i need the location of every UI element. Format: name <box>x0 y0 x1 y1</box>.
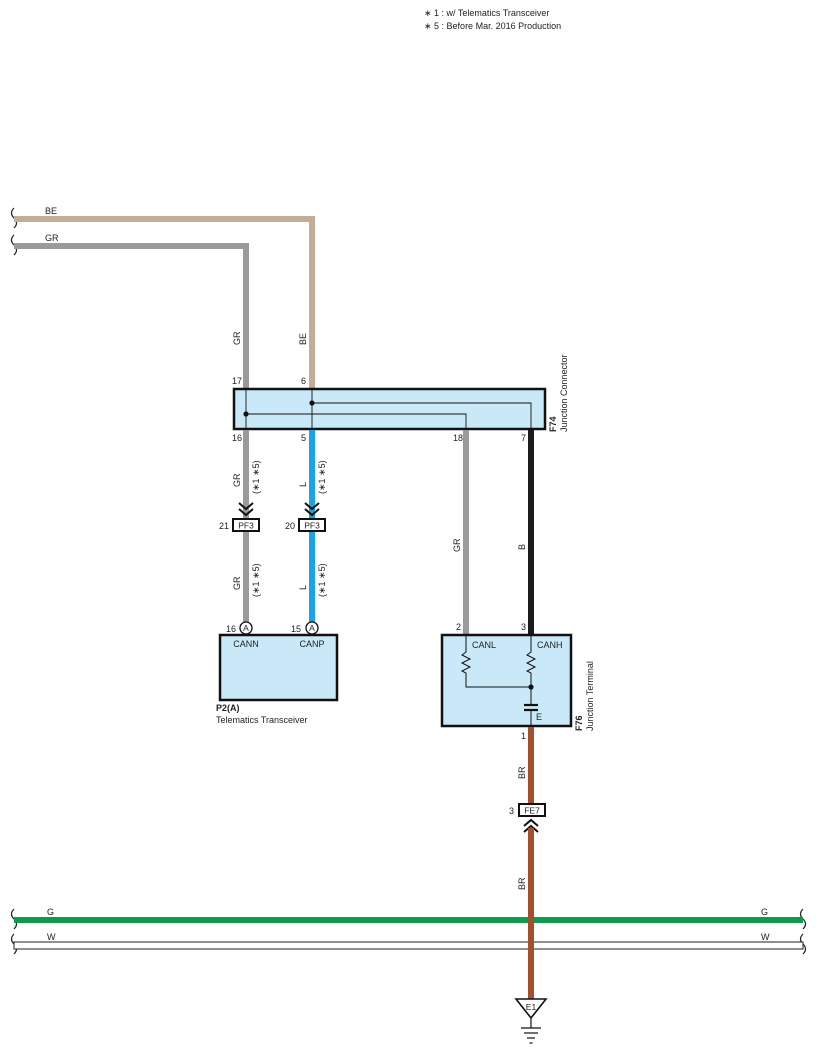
f74-splice-dot-l <box>309 400 315 406</box>
pf3-right-chevron-icon <box>304 502 320 517</box>
ground-e1-code: E1 <box>526 1002 537 1012</box>
f76-signal-e: E <box>536 712 542 722</box>
bus-label-w-right: W <box>761 932 770 942</box>
wire-label-gr-top: GR <box>45 233 59 243</box>
f74-code: F74 <box>548 416 558 432</box>
f74-name: Junction Connector <box>559 354 569 432</box>
pf3-left-code: PF3 <box>238 521 254 531</box>
f74-pin-16: 16 <box>232 433 242 443</box>
pf3-left-pin: 21 <box>219 521 229 531</box>
p2a-telematics-transceiver <box>218 633 339 702</box>
f76-code: F76 <box>574 715 584 731</box>
pf3-left-chevron-icon <box>238 502 254 517</box>
p2a-connector-letter-canp: A <box>309 623 315 633</box>
bus-label-w-left: W <box>47 932 56 942</box>
f74-pin-17: 17 <box>232 376 242 386</box>
ground-e1-triangle <box>514 998 548 1020</box>
f74-pin-18: 18 <box>453 433 463 443</box>
f76-signal-canl: CANL <box>472 640 496 650</box>
f76-junction-terminal <box>440 633 573 728</box>
variant-note-gr-lower: (∗1 ∗5) <box>251 563 261 597</box>
f74-pin-6: 6 <box>301 376 306 386</box>
p2a-name: Telematics Transceiver <box>216 715 308 725</box>
f76-signal-canh: CANH <box>537 640 563 650</box>
bus-label-g-left: G <box>47 907 54 917</box>
wire-label-b-mid: B <box>517 544 527 550</box>
p2a-pin-15: 15 <box>291 624 301 634</box>
wire-label-l-upper: L <box>298 482 308 487</box>
f74-pin-5: 5 <box>301 433 306 443</box>
pf3-left-connector <box>232 518 260 532</box>
wire-label-be-top: BE <box>45 206 57 216</box>
p2a-signal-cann: CANN <box>233 639 259 649</box>
p2a-pin-16: 16 <box>226 624 236 634</box>
pf3-right-code: PF3 <box>304 521 320 531</box>
wire-label-gr-mid: GR <box>452 538 462 552</box>
wire-label-br-upper: BR <box>517 766 527 779</box>
f76-pin-1: 1 <box>521 731 526 741</box>
f76-resistor-canh-icon <box>525 635 537 704</box>
f76-resistor-canl-icon <box>460 635 531 688</box>
note-5: ∗ 5 : Before Mar. 2016 Production <box>424 21 561 31</box>
wire-label-gr-upper: GR <box>232 473 242 487</box>
wire-label-gr-vertical: GR <box>232 331 242 345</box>
wire-gr-top <box>14 243 249 388</box>
p2a-signal-canp: CANP <box>299 639 324 649</box>
f76-junction-dot <box>528 684 534 690</box>
p2a-code: P2(A) <box>216 703 240 713</box>
variant-note-l-lower: (∗1 ∗5) <box>317 563 327 597</box>
wire-be-top <box>14 216 315 388</box>
f74-pin-7: 7 <box>521 433 526 443</box>
f76-name: Junction Terminal <box>585 661 595 731</box>
pf3-right-pin: 20 <box>285 521 295 531</box>
pf3-right-connector <box>298 518 326 532</box>
f74-splice-dot-gr <box>243 411 249 417</box>
fe7-chevron-icon <box>523 818 539 833</box>
fe7-pin: 3 <box>509 806 514 816</box>
f74-internal-links <box>245 389 532 429</box>
wire-label-gr-lower: GR <box>232 576 242 590</box>
p2a-connector-letter-cann: A <box>243 623 249 633</box>
wire-label-be-vertical: BE <box>298 333 308 345</box>
f76-pin-3: 3 <box>521 622 526 632</box>
bus-label-g-right: G <box>761 907 768 917</box>
wire-label-l-lower: L <box>298 585 308 590</box>
variant-note-gr-upper: (∗1 ∗5) <box>251 460 261 494</box>
bus-line-w <box>13 941 804 950</box>
fe7-code: FE7 <box>524 806 540 816</box>
variant-note-l-upper: (∗1 ∗5) <box>317 460 327 494</box>
f74-junction-connector <box>232 387 547 431</box>
note-1: ∗ 1 : w/ Telematics Transceiver <box>424 8 549 18</box>
wire-label-br-lower: BR <box>517 877 527 890</box>
f76-pin-2: 2 <box>456 622 461 632</box>
fe7-connector <box>518 803 546 817</box>
